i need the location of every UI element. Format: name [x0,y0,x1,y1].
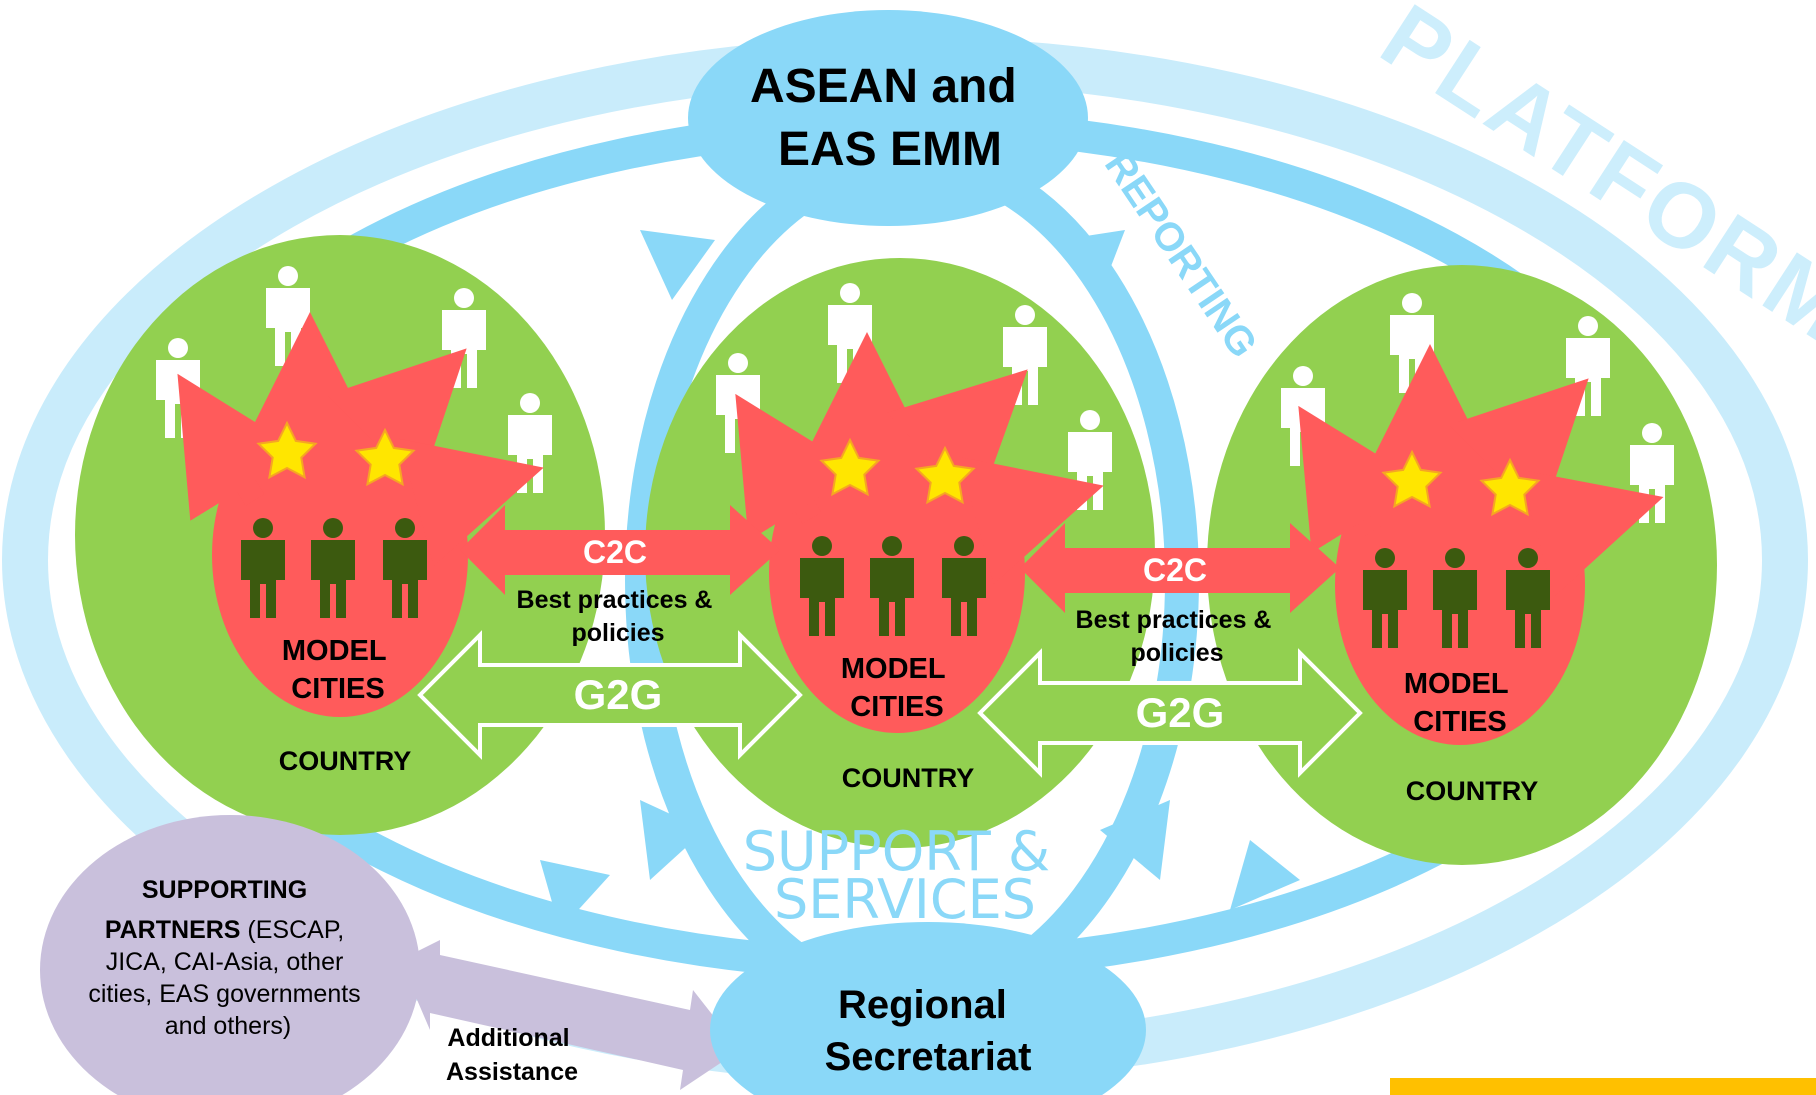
arrow-icon [326,348,467,489]
g2g-label: G2G [1136,689,1225,736]
c2c-label: C2C [583,534,647,570]
model-cities-label: MODEL CITIES [282,635,394,705]
arrow-icon [640,800,705,880]
model-cities-label: MODEL CITIES [841,653,953,723]
accent-bar [1390,1078,1816,1095]
c2c-arrow-1 [460,505,780,595]
outreach-arrows [177,312,544,567]
arrow-icon [1230,840,1300,910]
arrow-icon [540,860,610,930]
asean-eas-node [688,10,1088,226]
support-services-label: SUPPORT & SERVICES [743,820,1067,931]
country-label: COUNTRY [279,746,412,776]
ring-arrowheads [540,230,1300,930]
asean-eas-label: ASEAN and EAS EMM [750,60,1030,176]
country-label: COUNTRY [842,763,975,793]
g2g-arrow-1 [417,630,803,760]
model-cities-label: MODEL CITIES [1404,668,1516,738]
country-label: COUNTRY [1406,776,1539,806]
arrow-icon [398,438,544,567]
best-practices-label: Best practices & policies [517,586,720,647]
regional-secretariat-node [710,922,1146,1095]
arrow-icon [1448,378,1589,519]
arrow-icon [1100,800,1170,880]
arrow-icon [735,393,861,541]
g2g-arrow-2 [977,648,1363,778]
arrow-icon [177,373,303,521]
best-practices-label: Best practices & policies [1076,606,1279,667]
arrow-icon [958,456,1104,585]
supporting-partners-label: SUPPORTING PARTNERS (ESCAP, JICA, CAI-As… [88,876,367,1040]
additional-assistance-arrow [400,940,740,1090]
arrow-icon [1298,405,1424,553]
regional-secretariat-label: Regional Secretariat [825,983,1032,1079]
c2c-arrow-2 [1020,523,1340,613]
additional-assistance-label: Additional Assistance [446,1024,578,1086]
arrow-icon [640,230,715,300]
c2c-label: C2C [1143,552,1207,588]
outreach-arrows [1298,344,1664,597]
supporting-partners-node [40,815,420,1095]
arrow-icon [1060,230,1125,300]
g2g-label: G2G [574,671,663,718]
arrow-icon [1518,469,1664,597]
